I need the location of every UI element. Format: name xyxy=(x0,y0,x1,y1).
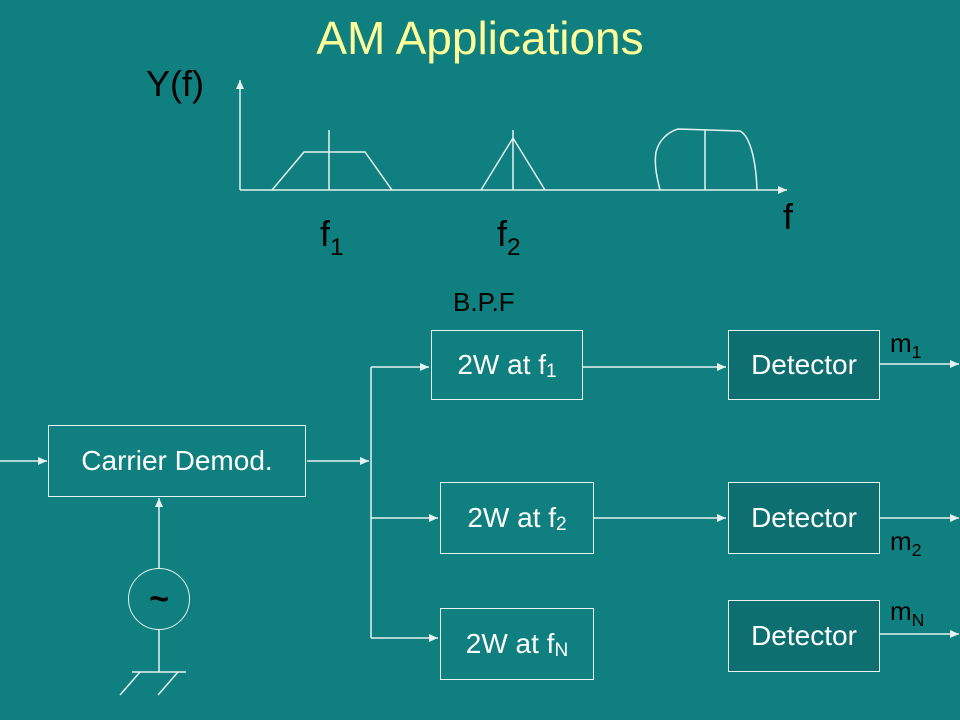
detector-block-N: Detector xyxy=(728,600,880,672)
output-label-1: m1 xyxy=(890,328,922,363)
ground-hatch-1 xyxy=(119,671,141,696)
detector-block-2: Detector xyxy=(728,482,880,554)
x-axis-label: f xyxy=(783,196,794,237)
y-axis-label: Y(f) xyxy=(146,63,204,104)
ground-hatch-2 xyxy=(157,671,179,696)
slide-title: AM Applications xyxy=(316,12,644,64)
f1-label: f1 xyxy=(320,213,344,261)
detector-block-1: Detector xyxy=(728,330,880,400)
spectrum-trapezoid xyxy=(271,151,393,191)
f2-label: f2 xyxy=(497,213,521,261)
output-label-N: mN xyxy=(890,596,925,631)
oscillator-symbol: ~ xyxy=(128,568,190,630)
carrier-demod-block: Carrier Demod. xyxy=(48,425,306,497)
output-label-2: m2 xyxy=(890,526,922,561)
bpf-label: B.P.F xyxy=(453,287,515,317)
spectrum-irregular xyxy=(654,128,758,191)
